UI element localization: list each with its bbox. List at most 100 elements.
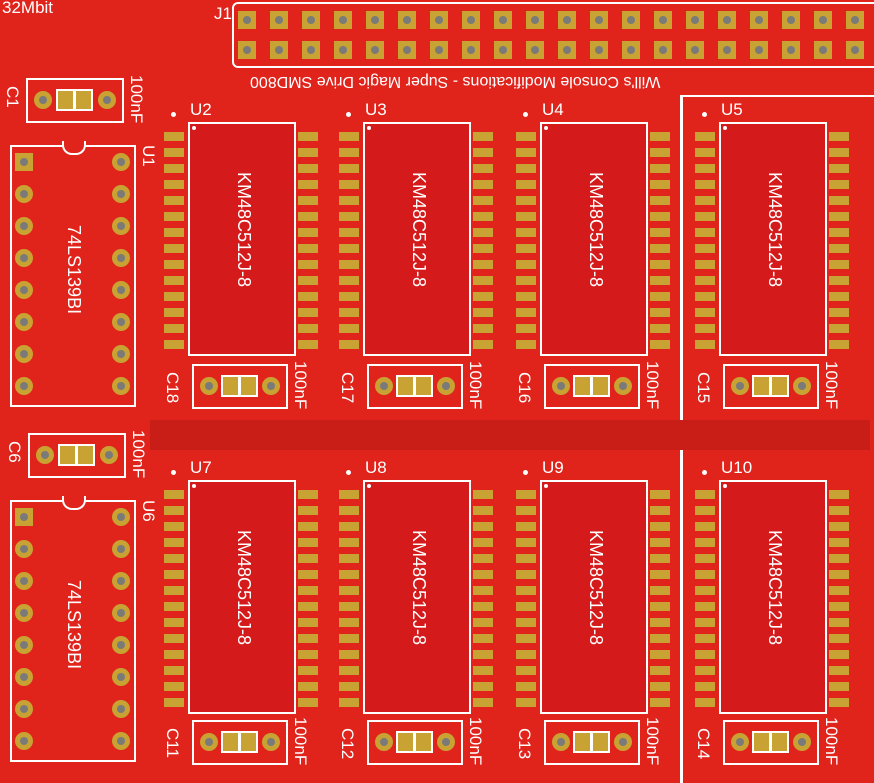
smd-pin xyxy=(695,212,715,221)
dip-pin xyxy=(15,508,33,526)
smd-pin xyxy=(695,260,715,269)
header-pin xyxy=(782,11,800,29)
smd-pin xyxy=(650,196,670,205)
smd-pin xyxy=(298,180,318,189)
smd-cap-pad xyxy=(770,731,789,753)
smd-pin xyxy=(516,506,536,515)
smd-pin xyxy=(164,698,184,707)
capacitor-pad xyxy=(200,733,218,751)
smd-pin xyxy=(650,164,670,173)
smd-pin xyxy=(650,260,670,269)
header-pin xyxy=(398,41,416,59)
smd-pin xyxy=(164,196,184,205)
pin1-dot xyxy=(723,126,727,130)
smd-pin xyxy=(473,602,493,611)
capacitor-ref: C6 xyxy=(5,441,24,463)
smd-pin xyxy=(829,324,849,333)
smd-pin xyxy=(164,260,184,269)
header-pin xyxy=(302,41,320,59)
smd-pin xyxy=(695,506,715,515)
smd-pin xyxy=(298,522,318,531)
smd-pin xyxy=(650,506,670,515)
smd-pin xyxy=(650,324,670,333)
smd-pin xyxy=(650,682,670,691)
capacitor-outline xyxy=(367,364,463,409)
header-ref: J1 xyxy=(214,4,232,23)
smd-cap-pad xyxy=(58,444,77,466)
smd-pin xyxy=(164,308,184,317)
capacitor-pad xyxy=(262,733,280,751)
capacitor-ref: C17 xyxy=(338,372,357,404)
memory-chip-outline xyxy=(540,480,648,714)
smd-pin xyxy=(516,148,536,157)
smd-cap-pad xyxy=(396,731,415,753)
smd-pin xyxy=(650,698,670,707)
smd-pin xyxy=(516,698,536,707)
pin1-dot xyxy=(367,484,371,488)
smd-pin xyxy=(164,618,184,627)
smd-pin xyxy=(339,650,359,659)
header-pin xyxy=(526,41,544,59)
capacitor-pad xyxy=(375,377,393,395)
dip-pin xyxy=(112,217,130,235)
smd-pin xyxy=(516,180,536,189)
smd-pin xyxy=(298,554,318,563)
smd-cap-pad xyxy=(414,731,433,753)
smd-pin xyxy=(695,164,715,173)
memory-chip-outline xyxy=(719,480,827,714)
smd-pin xyxy=(164,554,184,563)
smd-pin xyxy=(339,308,359,317)
capacitor-value: 100nF xyxy=(822,717,841,766)
memory-chip-outline xyxy=(540,122,648,356)
smd-pin xyxy=(164,538,184,547)
capacitor-ref: C16 xyxy=(515,372,534,404)
dip-pin xyxy=(15,249,33,267)
smd-pin xyxy=(650,666,670,675)
ic-ref: U6 xyxy=(139,500,158,522)
smd-pin xyxy=(695,570,715,579)
smd-pin xyxy=(164,682,184,691)
smd-pin xyxy=(473,132,493,141)
smd-pin xyxy=(516,650,536,659)
chip-ref: U8 xyxy=(365,458,387,477)
smd-pin xyxy=(516,196,536,205)
smd-pin xyxy=(650,340,670,349)
capacitor-outline xyxy=(723,720,819,765)
smd-cap-pad xyxy=(770,375,789,397)
capacitor-outline xyxy=(26,78,124,123)
smd-pin xyxy=(829,650,849,659)
capacitor-pad xyxy=(731,733,749,751)
ic-ref: U1 xyxy=(139,145,158,167)
smd-pin xyxy=(298,308,318,317)
capacitor-outline xyxy=(192,720,288,765)
smd-pin xyxy=(164,602,184,611)
smd-pin xyxy=(650,586,670,595)
dip-pin xyxy=(112,377,130,395)
smd-cap-pad xyxy=(591,375,610,397)
smd-pin xyxy=(516,212,536,221)
smd-pin xyxy=(516,276,536,285)
smd-pin xyxy=(164,292,184,301)
header-pin xyxy=(462,41,480,59)
smd-pin xyxy=(473,666,493,675)
chip-ref: U10 xyxy=(721,458,753,477)
smd-pin xyxy=(164,180,184,189)
smd-pin xyxy=(298,164,318,173)
smd-pin xyxy=(650,228,670,237)
chip-ref: U2 xyxy=(190,100,212,119)
silk-divider-horizontal xyxy=(680,95,874,97)
smd-pin xyxy=(339,506,359,515)
smd-cap-pad xyxy=(239,375,258,397)
smd-pin xyxy=(650,618,670,627)
capacitor-outline xyxy=(544,364,640,409)
smd-pin xyxy=(695,586,715,595)
smd-pin xyxy=(473,570,493,579)
smd-pin xyxy=(650,522,670,531)
dip-pin xyxy=(112,604,130,622)
capacitor-pad xyxy=(36,446,54,464)
header-pin xyxy=(590,11,608,29)
smd-pin xyxy=(164,164,184,173)
smd-pin xyxy=(650,276,670,285)
smd-pin xyxy=(339,570,359,579)
smd-pin xyxy=(164,634,184,643)
